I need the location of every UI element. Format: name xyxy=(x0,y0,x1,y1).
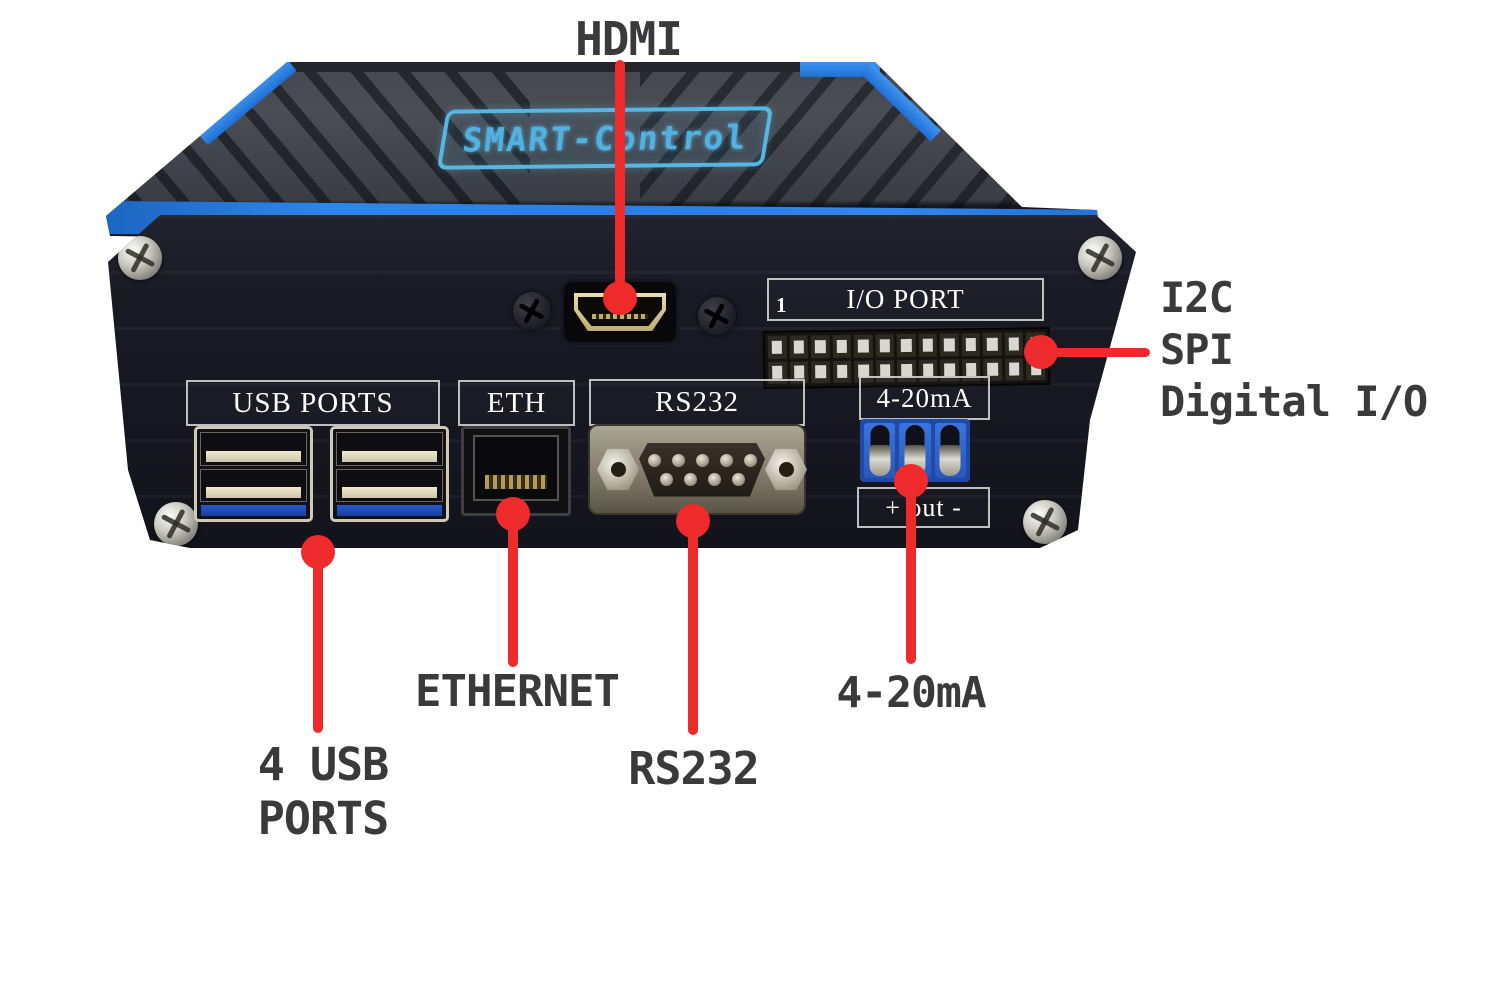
callout-analog-line xyxy=(906,480,916,664)
rj45-cavity xyxy=(473,435,559,501)
callout-rs232-line xyxy=(688,520,698,735)
usb-tongue xyxy=(206,487,301,498)
standoff-hole xyxy=(610,462,626,477)
db9-pin-row-top xyxy=(639,453,765,467)
pin-hole xyxy=(832,334,852,358)
analog-pins-label-box: + out - xyxy=(857,487,990,528)
io-pin1-marker: 1 xyxy=(776,293,787,317)
terminal-clamp xyxy=(939,445,961,476)
callout-i2c-label: I2C xyxy=(1160,273,1234,322)
usb-pcb-edge xyxy=(201,505,306,516)
io-port-label-box: 1 I/O PORT xyxy=(767,278,1044,321)
db9-pin-hole xyxy=(707,472,721,486)
terminal-cell xyxy=(934,423,966,478)
pin-hole xyxy=(811,360,830,384)
db9-shell xyxy=(639,442,765,497)
analog-terminal-block xyxy=(860,419,970,482)
hdmi-pins xyxy=(592,314,648,319)
pin-hole xyxy=(875,334,895,357)
db9-pin-hole xyxy=(743,453,757,467)
eth-label-box: ETH xyxy=(458,380,575,426)
screw-bottom-right xyxy=(1023,500,1067,544)
usb-ports-label-box: USB PORTS xyxy=(186,380,440,426)
screw-top-left xyxy=(118,236,162,280)
screw-hdmi-right xyxy=(698,297,736,335)
callout-rs232-label: RS232 xyxy=(628,742,759,795)
usb-pcb-edge xyxy=(337,505,442,516)
callout-usb-label: 4 USB PORTS xyxy=(215,738,431,846)
analog-label: 4-20mA xyxy=(876,382,973,413)
analog-pins-label: + out - xyxy=(885,492,962,522)
top-back-edge xyxy=(284,62,878,72)
pin-hole xyxy=(853,334,873,358)
callout-usb-line2: PORTS xyxy=(257,792,389,845)
db9-pin-hole xyxy=(731,472,745,486)
pin-hole xyxy=(961,332,981,356)
brand-badge: SMART-Control xyxy=(436,106,774,170)
db9-pin-hole xyxy=(647,453,661,467)
db9-pin-hole xyxy=(695,453,709,467)
rs232-label-box: RS232 xyxy=(589,379,805,426)
screw-top-right xyxy=(1078,236,1122,280)
callout-hdmi-line xyxy=(615,60,625,300)
terminal-cell xyxy=(864,423,896,478)
terminal-hole xyxy=(905,425,925,447)
callout-usb-line1: 4 USB xyxy=(257,738,389,791)
callout-spi-label: SPI xyxy=(1160,325,1234,374)
eth-label: ETH xyxy=(486,386,547,419)
usb-port xyxy=(336,432,443,466)
db9-pin-row-bottom xyxy=(639,472,765,486)
usb-stack-right xyxy=(330,426,449,522)
brand-text: SMART-Control xyxy=(460,117,750,159)
terminal-hole xyxy=(940,425,960,447)
usb-ports-label: USB PORTS xyxy=(232,386,394,419)
callout-usb-line xyxy=(313,550,323,733)
usb-tongue xyxy=(342,450,437,462)
db9-pin-hole xyxy=(659,472,673,486)
pin-hole xyxy=(832,360,852,384)
callout-digital-io-label: Digital I/O xyxy=(1160,377,1428,426)
usb-port xyxy=(200,432,307,466)
usb-tongue xyxy=(342,487,437,498)
callout-ethernet-line xyxy=(508,512,518,667)
screw-hdmi-left xyxy=(513,292,551,330)
terminal-hole xyxy=(870,425,890,447)
pin-hole xyxy=(896,333,916,357)
usb-port xyxy=(200,468,307,502)
analog-label-box: 4-20mA xyxy=(859,376,990,420)
blue-accent-right xyxy=(800,62,880,77)
terminal-clamp xyxy=(869,445,891,476)
db9-pin-hole xyxy=(671,453,685,467)
db9-standoff-left xyxy=(597,448,639,491)
pin-hole xyxy=(1004,332,1024,356)
screw-bottom-left xyxy=(154,502,198,546)
standoff-hole xyxy=(778,462,794,477)
rs232-label: RS232 xyxy=(655,386,739,418)
callout-hdmi-dot xyxy=(603,281,637,315)
callout-ethernet-label: ETHERNET xyxy=(415,666,620,717)
pin-hole xyxy=(918,333,938,357)
callout-analog-label: 4-20mA xyxy=(836,668,986,718)
db9-pin-hole xyxy=(719,453,733,467)
io-port-label: I/O PORT xyxy=(846,284,965,314)
pin-hole xyxy=(767,335,787,359)
db9-pin-hole xyxy=(683,472,697,486)
callout-hdmi-label: HDMI xyxy=(575,12,683,66)
pin-hole xyxy=(789,335,809,359)
callout-io-line xyxy=(1038,348,1150,357)
usb-stack-left xyxy=(194,426,313,522)
pin-hole xyxy=(939,333,959,357)
db9-standoff-right xyxy=(765,448,807,491)
pin-hole xyxy=(983,332,1002,356)
pin-hole xyxy=(1004,357,1024,381)
pin-hole xyxy=(810,335,830,358)
rj45-pins xyxy=(485,475,547,489)
rs232-db9-connector xyxy=(588,424,807,515)
usb-tongue xyxy=(206,450,301,462)
usb-port xyxy=(336,468,443,502)
callout-io-labels: I2C SPI Digital I/O xyxy=(1160,272,1428,428)
